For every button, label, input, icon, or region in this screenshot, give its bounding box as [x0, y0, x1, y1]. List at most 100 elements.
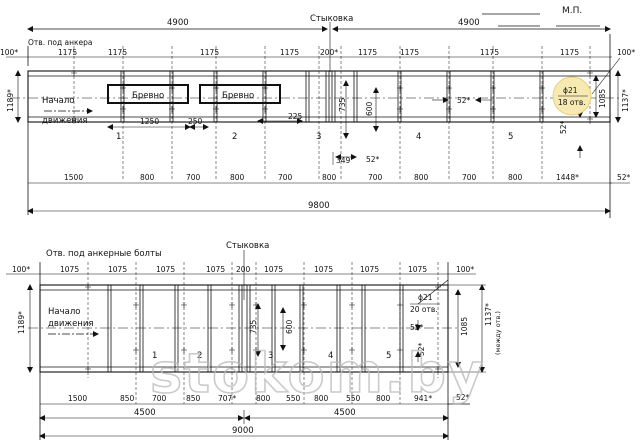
bottom-spacing-3: 1075 [156, 265, 175, 274]
top-spacing-4: 1175 [280, 48, 299, 57]
top-labels: М.П. Стыковка 4900 4900 Отв. под анкера … [0, 6, 635, 211]
bottom-dim-bottom-5: 707* [218, 394, 236, 403]
top-section-3: 3 [316, 132, 321, 142]
bottom-dim-bottom-10: 800 [376, 394, 391, 403]
top-edge-right: 100* [617, 48, 635, 57]
bottom-total-length: 9000 [232, 426, 254, 436]
bottom-dim-bottom-11: 941* [414, 394, 432, 403]
bottom-edge-left: 100* [12, 265, 30, 274]
top-dim-bottom-5: 700 [278, 173, 293, 182]
top-section-1: 1 [116, 132, 121, 142]
top-spacing-5: 1175 [358, 48, 377, 57]
top-dim-bottom-2: 800 [140, 173, 155, 182]
top-spacing-2: 1175 [108, 48, 127, 57]
dim-225: 225 [288, 112, 303, 121]
bottom-section-2: 2 [197, 351, 202, 361]
top-height-1137: 1137* [621, 89, 630, 112]
top-dim-bottom-7: 700 [368, 173, 383, 182]
top-height-left: 1189* [6, 89, 15, 112]
bottom-dim-52-a: 52* [410, 323, 424, 332]
bottom-spacing-1: 1075 [60, 265, 79, 274]
top-dim-bottom-3: 700 [186, 173, 201, 182]
top-dim-bottom-10: 800 [508, 173, 523, 182]
dim-1250: 1250 [140, 117, 159, 126]
bottom-spacing-6: 1075 [314, 265, 333, 274]
bottom-spacing-joint: 200 [236, 265, 251, 274]
bottom-dim-735: 735 [249, 319, 258, 334]
top-dim-52-a: 52* [457, 96, 471, 105]
top-dim-bottom-9: 700 [462, 173, 477, 182]
watermark: stokom.by [150, 342, 485, 405]
top-dim-735: 735 [338, 97, 347, 112]
top-dim-52-c: 52* [366, 155, 380, 164]
bottom-spacing-2: 1075 [108, 265, 127, 274]
bottom-section-3: 3 [268, 351, 273, 361]
top-start-label-line1: Начало [42, 96, 74, 106]
top-start-label-line2: движения [42, 116, 88, 126]
bottom-dim-bottom-8: 800 [314, 394, 329, 403]
bottom-dim-52-b: 52* [417, 342, 426, 356]
bottom-dim-bottom-7: 550 [286, 394, 301, 403]
bottom-spacing-4: 1075 [206, 265, 225, 274]
bottom-dim-bottom-3: 700 [152, 394, 167, 403]
top-spacing-8: 1175 [560, 48, 579, 57]
top-dim-bottom-1: 1500 [64, 173, 83, 182]
dim-349: 349 [336, 156, 351, 165]
top-height-1085: 1085 [598, 89, 607, 108]
bottom-dim-52-c: 52* [456, 393, 470, 402]
bottom-dim-bottom-6: 800 [256, 394, 271, 403]
bottom-plan [6, 250, 486, 440]
bottom-dim-bottom-1: 1500 [68, 394, 87, 403]
top-joint-label: Стыковка [310, 14, 353, 24]
top-total-length: 9800 [308, 201, 330, 211]
bottom-hole-diameter: ϕ21 [418, 293, 433, 302]
top-section-2: 2 [232, 132, 237, 142]
top-spacing-7: 1175 [480, 48, 499, 57]
top-half-right-dim: 4900 [458, 18, 480, 28]
log-label-2: Бревно [222, 91, 254, 101]
bottom-height-1137-note: (между отв.) [494, 311, 502, 355]
bottom-start-label-line2: движения [48, 319, 94, 329]
top-dim-bottom-8: 800 [414, 173, 429, 182]
top-plan [6, 13, 630, 218]
bottom-dim-bottom-2: 850 [120, 394, 135, 403]
bottom-edge-right: 100* [456, 265, 474, 274]
top-dim-bottom-4: 800 [230, 173, 245, 182]
bottom-start-label-line1: Начало [48, 307, 80, 317]
top-spacing-joint: 200* [320, 48, 338, 57]
bottom-hole-count: 20 отв. [410, 305, 438, 314]
bottom-height-left: 1189* [17, 311, 26, 334]
top-dim-bottom-11: 1448* [556, 173, 579, 182]
top-section-4: 4 [416, 132, 421, 142]
bottom-spacing-7: 1075 [360, 265, 379, 274]
top-dim-52-d: 52* [617, 173, 631, 182]
bottom-dim-600: 600 [285, 319, 294, 334]
top-hole-count: 18 отв. [558, 98, 586, 107]
top-spacing-1: 1175 [58, 48, 77, 57]
bottom-height-1137: 1137* [484, 303, 493, 326]
log-label-1: Бревно [132, 91, 164, 101]
dim-250: 250 [188, 117, 203, 126]
top-edge-left: 100* [0, 48, 18, 57]
bottom-half-right-dim: 4500 [334, 408, 356, 418]
top-spacing-6: 1175 [400, 48, 419, 57]
bottom-section-4: 4 [328, 351, 333, 361]
bottom-joint-label: Стыковка [226, 241, 269, 251]
top-section-5: 5 [508, 132, 513, 142]
bottom-anchor-bolts-label: Отв. под анкерные болты [46, 249, 162, 259]
top-dim-600: 600 [365, 101, 374, 116]
top-hole-diameter: ϕ21 [563, 86, 578, 95]
bottom-dim-bottom-4: 850 [186, 394, 201, 403]
bottom-labels: Стыковка Отв. под анкерные болты 100* 10… [12, 241, 502, 436]
bottom-spacing-8: 1075 [408, 265, 427, 274]
bottom-section-5: 5 [386, 351, 391, 361]
top-half-left-dim: 4900 [167, 18, 189, 28]
bottom-dim-bottom-9: 550 [346, 394, 361, 403]
stamp-label: М.П. [562, 6, 582, 16]
top-dim-52-b: 52* [559, 120, 568, 134]
bottom-height-1085: 1085 [460, 317, 469, 336]
top-dim-bottom-6: 800 [322, 173, 337, 182]
top-spacing-3: 1175 [200, 48, 219, 57]
top-anchor-holes-label: Отв. под анкера [28, 38, 93, 47]
